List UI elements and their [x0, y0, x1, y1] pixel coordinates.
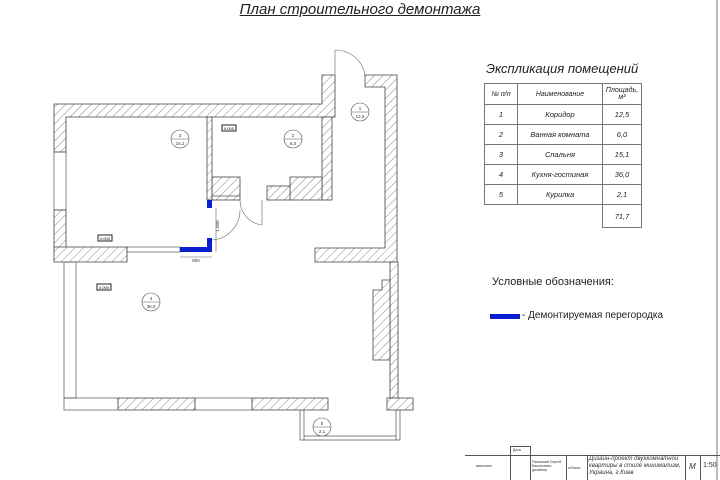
object-label: объект: [568, 465, 581, 470]
explication-title: Экспликация помещений: [486, 61, 639, 76]
row-num: 4: [484, 164, 518, 185]
project-name: Дизайн-проект двухкомнатной квартиры в с…: [589, 456, 681, 476]
header-name: Наименование: [517, 83, 603, 105]
performed-label: выполнил: [476, 464, 493, 468]
scale-label: М: [689, 462, 696, 471]
row-area: 12,5: [602, 104, 642, 125]
room-5-num: 5: [321, 421, 324, 426]
row-area: 6,0: [602, 124, 642, 145]
row-num: 2: [484, 124, 518, 145]
level-mark: 0.000: [224, 126, 235, 131]
row-num: 1: [484, 104, 518, 125]
level-marks: 0.000 0.000 0.000: [96, 124, 237, 291]
row-name: Спальня: [517, 144, 603, 165]
header-area: Площадь, м²: [602, 83, 642, 105]
legend-swatch: [490, 314, 520, 319]
row-area: 15,1: [602, 144, 642, 165]
row-num: 3: [484, 144, 518, 165]
scale-value: 1:50: [703, 462, 717, 469]
demolished-partitions: [180, 200, 212, 252]
legend-title: Условные обозначения:: [492, 276, 614, 288]
room-1-area: 12,5: [356, 114, 365, 119]
dim-width: 800: [192, 258, 200, 263]
room-2-num: 2: [292, 133, 295, 138]
total-area: 71,7: [602, 204, 642, 228]
legend-item: - Демонтируемая перегородка: [522, 310, 664, 321]
row-name: Кухня-гостиная: [517, 164, 603, 185]
dim-height: 1.600: [215, 220, 220, 232]
walls: [53, 74, 414, 411]
org-text: Ракинский Сергей Васильевич дизайнер: [532, 460, 562, 472]
room-5-area: 2,1: [319, 429, 326, 434]
row-area: 36,0: [602, 164, 642, 185]
row-name: Курилка: [517, 184, 603, 205]
level-mark: 0.000: [99, 285, 110, 290]
header-num: № п/п: [484, 83, 518, 105]
room-4-num: 4: [150, 296, 153, 301]
row-name: Ванная комната: [517, 124, 603, 145]
date-label: Дата: [513, 448, 521, 452]
room-4-area: 36,0: [147, 304, 156, 309]
door-swings: [180, 49, 366, 258]
room-3-num: 3: [179, 133, 182, 138]
drawing-title: План строительного демонтажа: [239, 1, 481, 18]
room-1-num: 1: [359, 106, 362, 111]
row-num: 5: [484, 184, 518, 205]
room-markers: [141, 102, 370, 437]
room-2-area: 6,0: [290, 141, 297, 146]
room-3-area: 15,1: [176, 141, 185, 146]
row-area: 2,1: [602, 184, 642, 205]
row-name: Коридор: [517, 104, 603, 125]
level-mark: 0.000: [100, 236, 111, 241]
